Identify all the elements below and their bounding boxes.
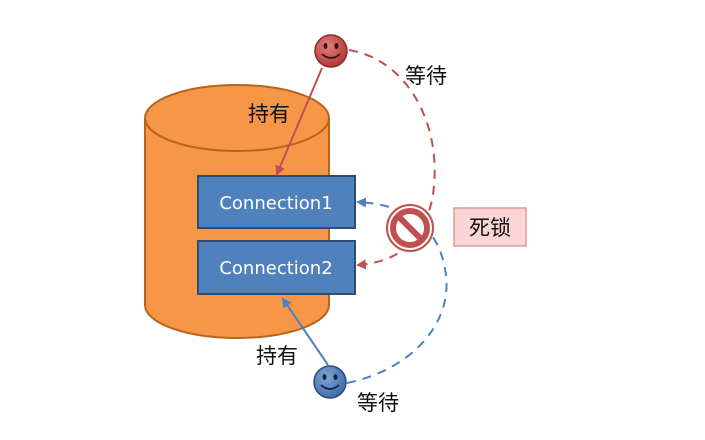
- deadlock-label: 死锁: [469, 216, 511, 240]
- prohibition-icon: [386, 204, 434, 252]
- blue-smiley-icon: [313, 365, 347, 399]
- connection1-box: Connection1: [197, 175, 356, 229]
- connection2-box: Connection2: [197, 240, 356, 295]
- connection1-label: Connection1: [219, 193, 332, 214]
- red-wait-arrow: [348, 49, 436, 270]
- red-hold-arrow: [275, 67, 323, 176]
- red-smiley-icon: [314, 34, 348, 68]
- connection2-label: Connection2: [219, 258, 332, 279]
- hold-label-bottom: 持有: [256, 344, 298, 368]
- wait-label-bottom: 等待: [357, 391, 399, 415]
- wait-label-top: 等待: [405, 64, 447, 88]
- blue-hold-arrow: [281, 297, 329, 366]
- deadlock-badge: 死锁: [453, 207, 527, 247]
- hold-label-top: 持有: [248, 102, 290, 126]
- cylinder-top: [144, 84, 330, 152]
